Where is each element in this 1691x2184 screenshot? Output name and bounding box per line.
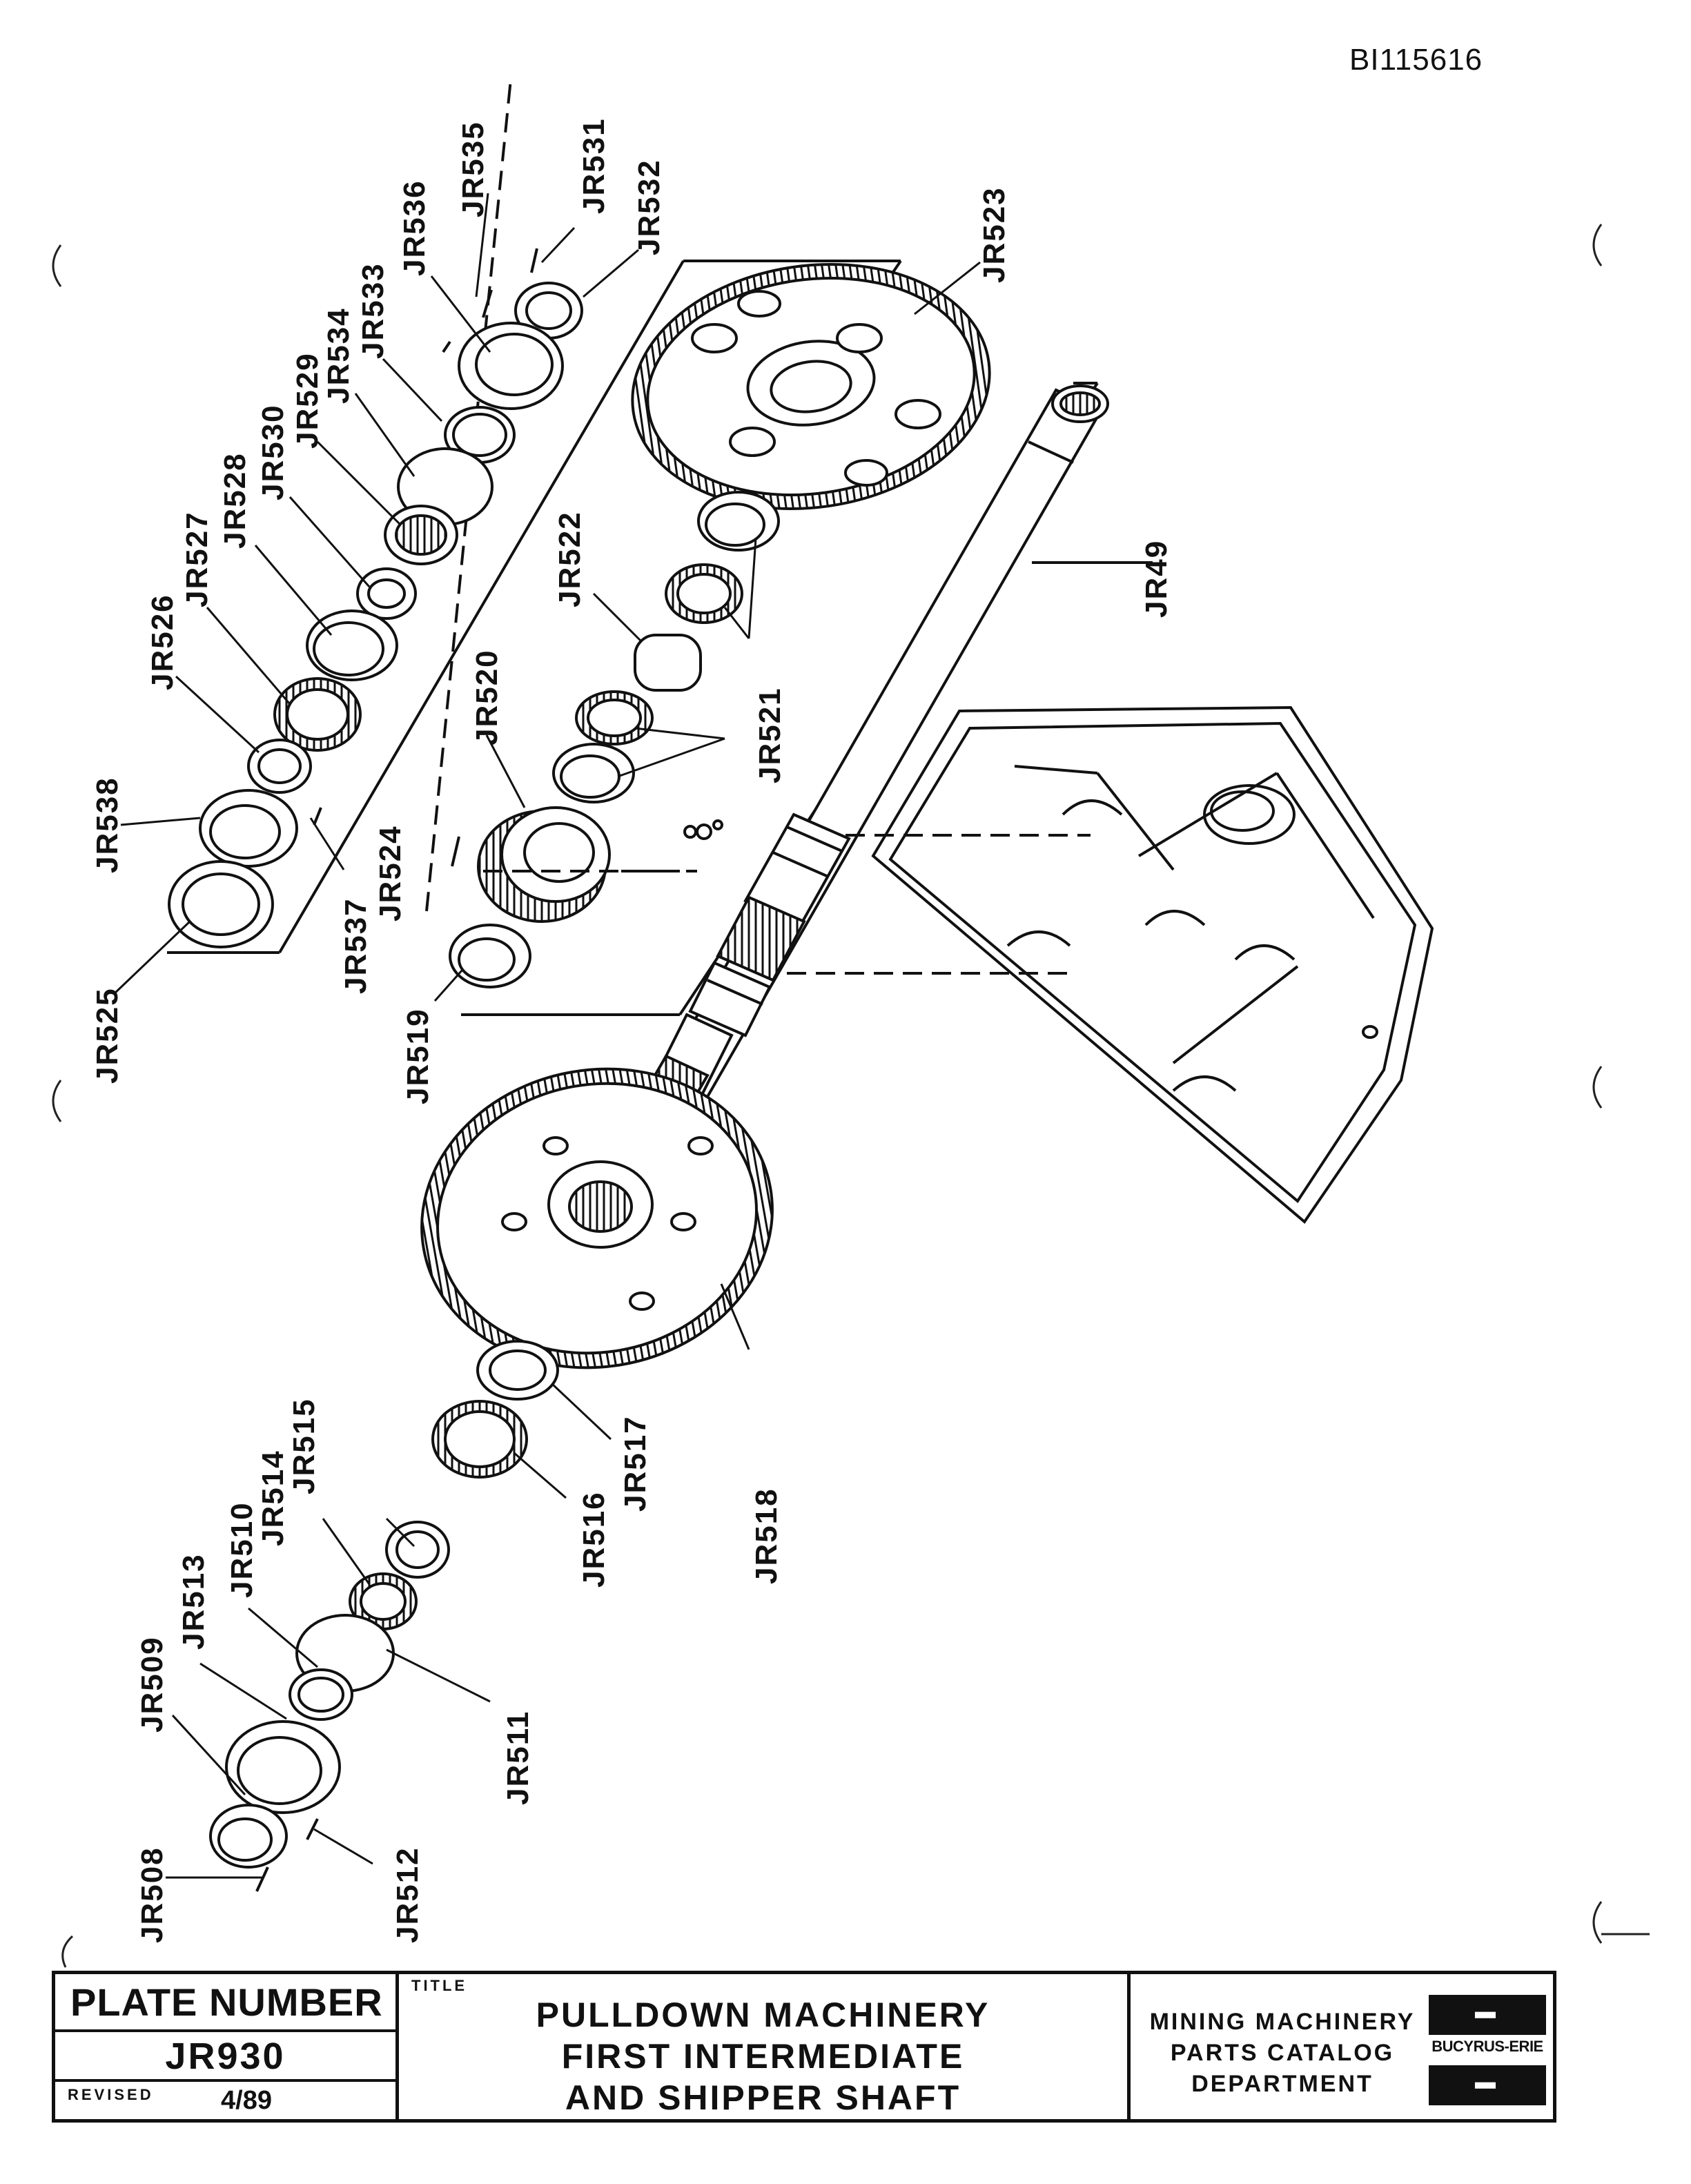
- callout-jr530: JR530: [256, 404, 290, 500]
- callout-jr508: JR508: [135, 1846, 169, 1943]
- plate-number-label-row: PLATE NUMBER: [55, 1974, 395, 2032]
- frame-housing: [871, 705, 1434, 1224]
- document-id: BI115616: [1349, 43, 1483, 77]
- callout-jr509: JR509: [135, 1636, 169, 1733]
- logo-e-bar: ━: [1429, 2065, 1546, 2105]
- department-line-1: MINING MACHINERY: [1149, 2009, 1416, 2035]
- title-cell: TITLE PULLDOWN MACHINERY FIRST INTERMEDI…: [399, 1974, 1131, 2119]
- gear-jr518: [420, 1067, 774, 1369]
- logo-b-glyph: ━: [1476, 1997, 1499, 2033]
- plate-number-label: PLATE NUMBER: [70, 1980, 383, 2024]
- callout-jr513: JR513: [177, 1553, 211, 1650]
- revised-label: REVISED: [68, 2086, 154, 2103]
- callout-jr534: JR534: [322, 307, 355, 404]
- lower-ring-stack: [209, 1340, 559, 1869]
- callout-jr510: JR510: [225, 1501, 259, 1598]
- callout-jr524: JR524: [373, 825, 407, 922]
- shipper-shaft: [643, 384, 1153, 1117]
- callout-jr529: JR529: [291, 352, 324, 449]
- title-label: TITLE: [411, 1977, 468, 1994]
- department-line-2: PARTS CATALOG: [1170, 2040, 1395, 2066]
- callout-jr526: JR526: [146, 594, 179, 690]
- revised-row: REVISED 4/89: [55, 2079, 395, 2119]
- bucyrus-erie-logo-icon: ━ BUCYRUS-ERIE ━: [1429, 1995, 1546, 2105]
- department-cell: MINING MACHINERY PARTS CATALOG DEPARTMEN…: [1131, 1974, 1553, 2119]
- callout-jr523: JR523: [977, 186, 1011, 283]
- callout-jr518: JR518: [750, 1488, 783, 1584]
- callout-jr511: JR511: [501, 1710, 535, 1805]
- gear-jr523: [631, 262, 991, 511]
- callout-jr521: JR521: [753, 687, 787, 783]
- callout-jr515: JR515: [287, 1398, 321, 1494]
- callout-jr525: JR525: [90, 987, 124, 1084]
- upper-ring-stack: [168, 282, 780, 988]
- department-line-3: DEPARTMENT: [1191, 2071, 1374, 2097]
- callout-jr527: JR527: [180, 511, 214, 607]
- binder-holes: [52, 224, 1650, 1968]
- callout-jr516: JR516: [577, 1491, 611, 1588]
- callout-jr522: JR522: [553, 511, 587, 607]
- callout-jr531: JR531: [577, 117, 611, 214]
- callout-jr538: JR538: [90, 777, 124, 873]
- callout-jr533: JR533: [356, 262, 390, 359]
- logo-name: BUCYRUS-ERIE: [1431, 2038, 1543, 2055]
- callout-jr520: JR520: [470, 649, 504, 745]
- plate-number-value-row: JR930: [55, 2029, 395, 2082]
- title-block: PLATE NUMBER JR930 REVISED 4/89 TITLE PU…: [52, 1971, 1556, 2123]
- callout-jr537: JR537: [339, 897, 373, 994]
- gear-jr520: [477, 806, 611, 923]
- title-line-1: PULLDOWN MACHINERY: [536, 1996, 990, 2034]
- callout-jr532: JR532: [632, 159, 666, 255]
- callout-jr512: JR512: [391, 1846, 424, 1943]
- callout-jr535: JR535: [456, 121, 490, 217]
- revised-date: 4/89: [221, 2086, 272, 2115]
- callout-jr49: JR49: [1140, 540, 1173, 618]
- title-line-3: AND SHIPPER SHAFT: [565, 2078, 961, 2117]
- callout-labels: JR535 JR531 JR532 JR536 JR533 JR534 JR52…: [90, 117, 1173, 1943]
- leader-lines: [113, 193, 981, 1879]
- plate-number-value: JR930: [165, 2036, 286, 2077]
- pins-and-keys: [255, 248, 723, 1892]
- callout-jr514: JR514: [256, 1450, 290, 1546]
- callout-jr517: JR517: [618, 1415, 652, 1512]
- logo-b-bar: ━: [1429, 1995, 1546, 2035]
- plate-number-cell: PLATE NUMBER JR930 REVISED 4/89: [55, 1974, 399, 2119]
- title-line-2: FIRST INTERMEDIATE: [561, 2037, 965, 2076]
- callout-jr519: JR519: [401, 1008, 435, 1104]
- callout-jr536: JR536: [398, 179, 431, 276]
- callout-jr528: JR528: [218, 452, 252, 549]
- logo-e-glyph: ━: [1476, 2067, 1499, 2103]
